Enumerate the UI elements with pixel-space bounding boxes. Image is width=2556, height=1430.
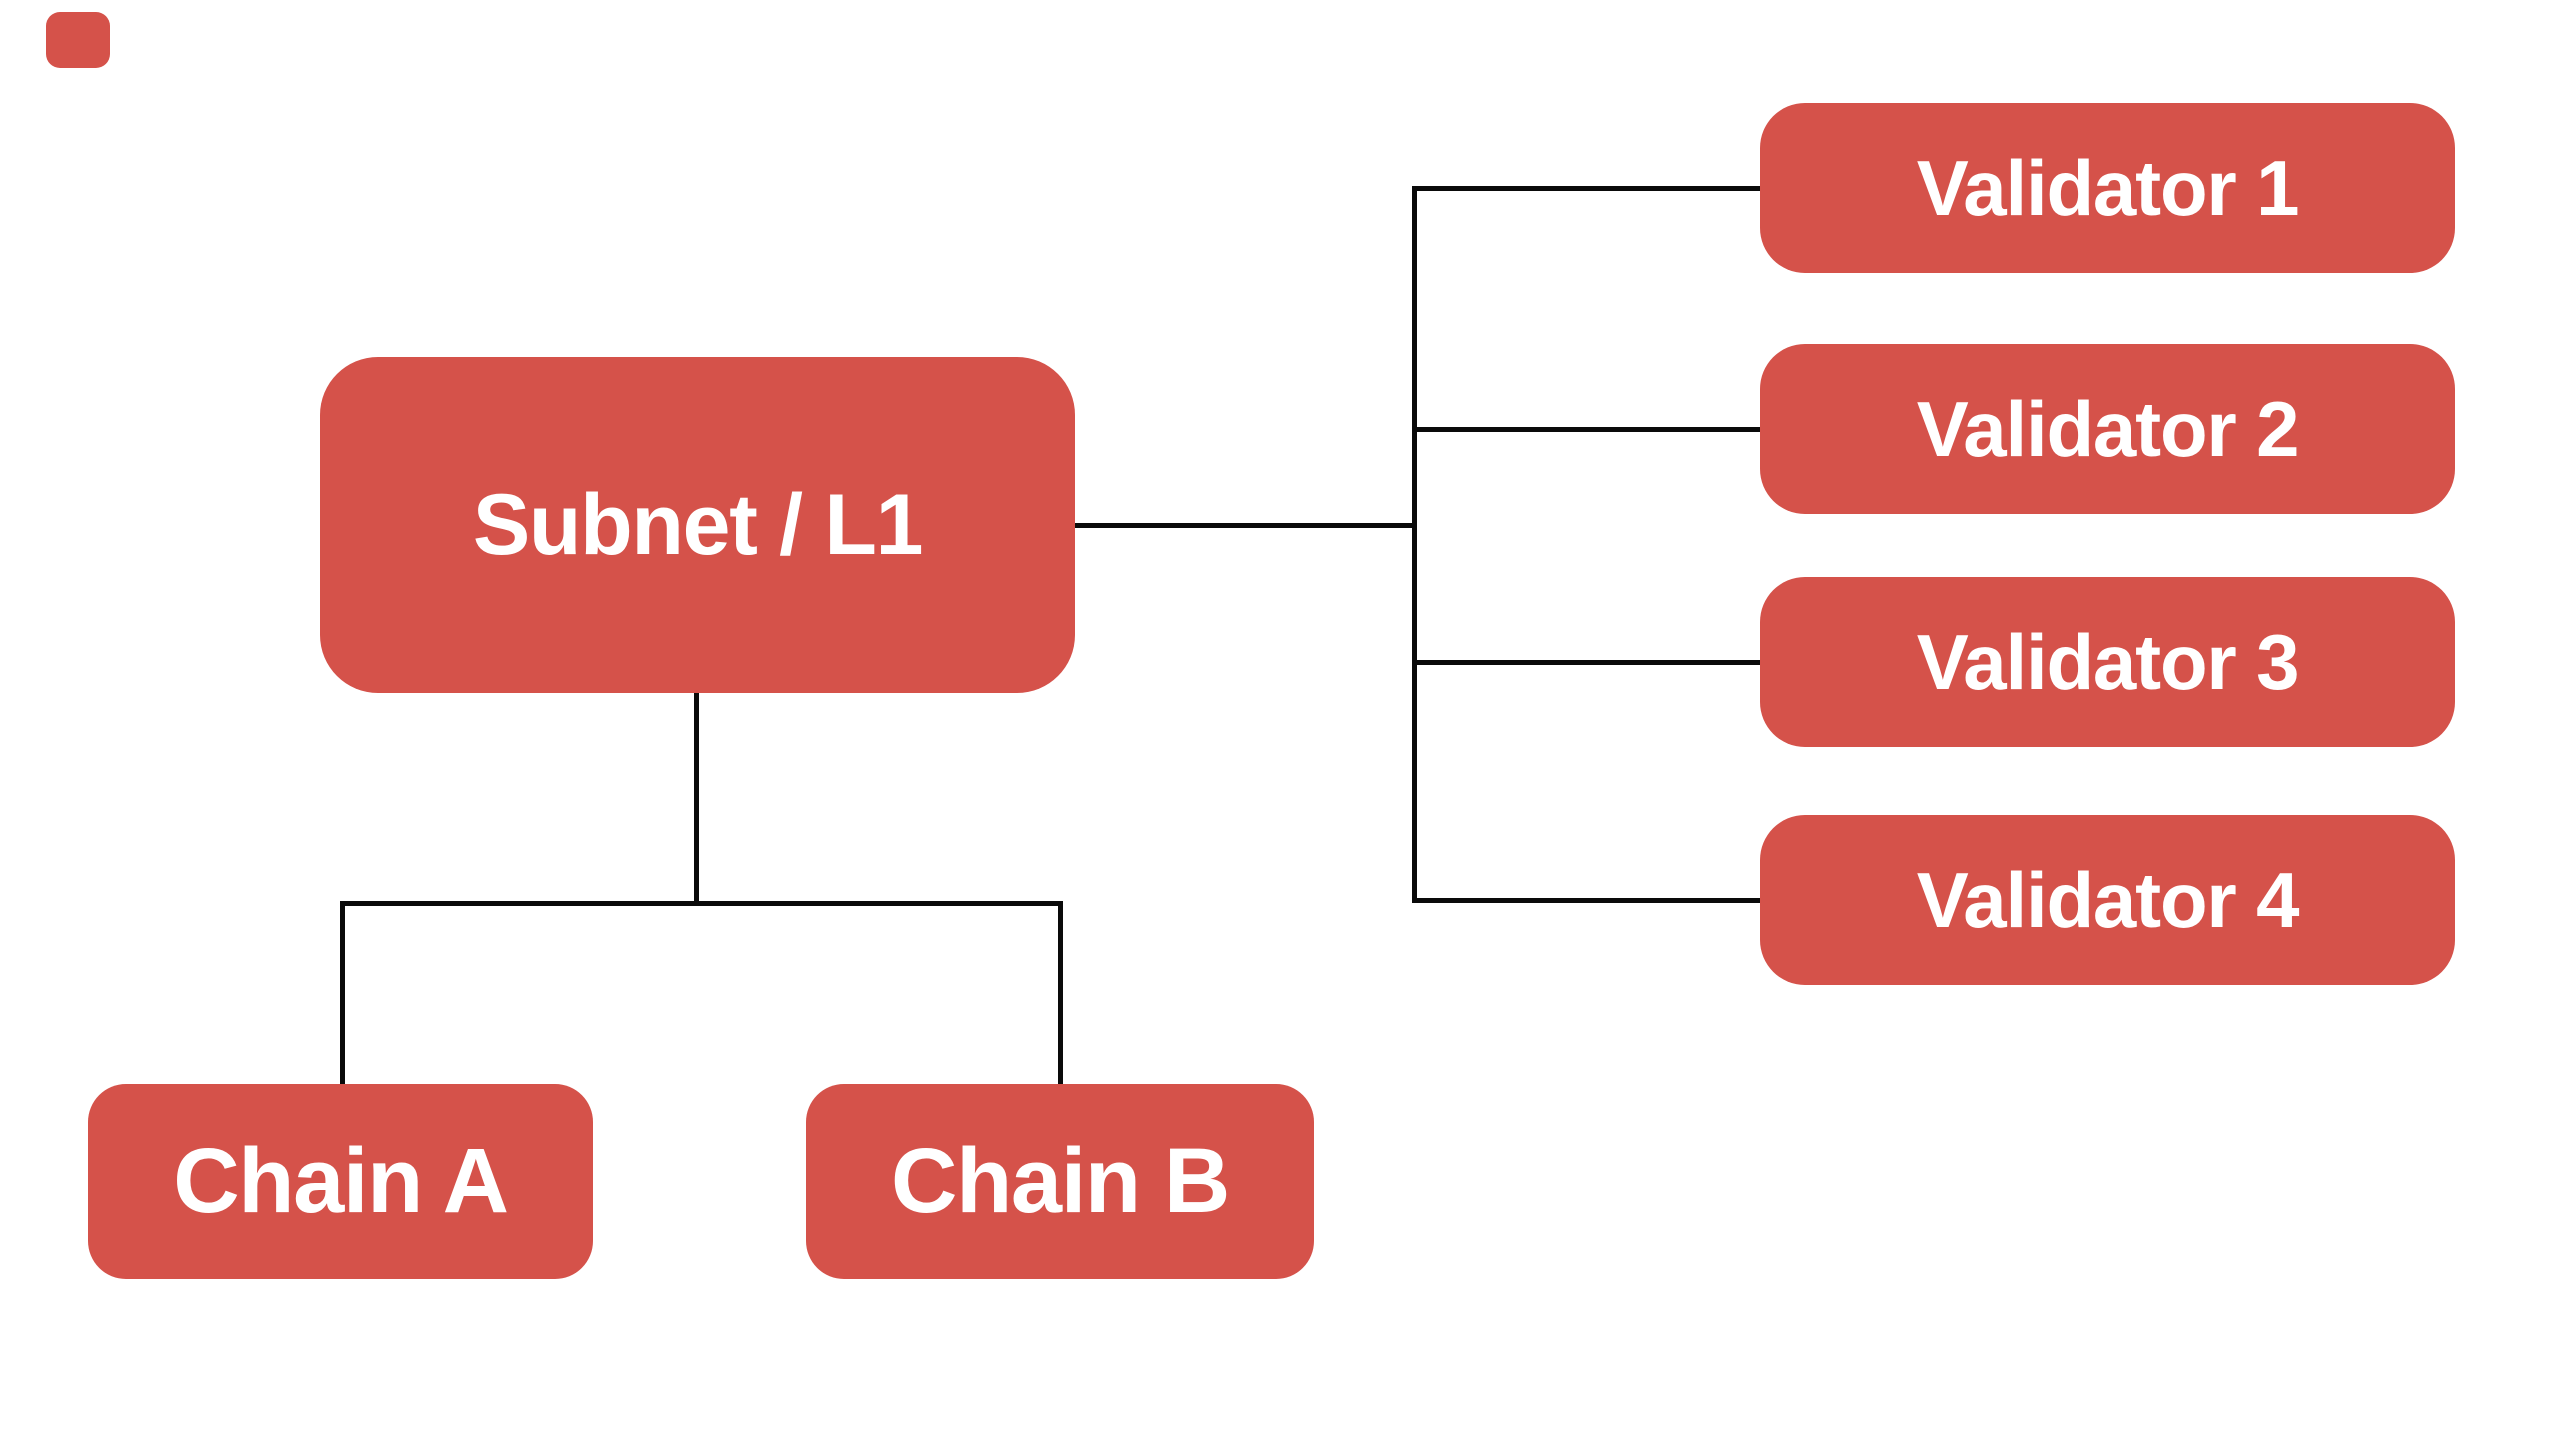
edge-drop-chain-b [1058, 901, 1063, 1084]
chain-b-label: Chain B [891, 1130, 1230, 1232]
validator-3-node: Validator 3 [1760, 577, 2455, 747]
edge-subnet-to-trunk [1075, 523, 1415, 528]
edge-branch-validator-2 [1415, 427, 1760, 432]
validator-1-node: Validator 1 [1760, 103, 2455, 273]
validator-3-label: Validator 3 [1916, 617, 2300, 706]
subnet-node: Subnet / L1 [320, 357, 1075, 693]
edge-branch-validator-1 [1415, 186, 1760, 191]
edge-chains-crossbar [340, 901, 1063, 906]
corner-accent-mark [46, 12, 110, 68]
chain-a-label: Chain A [173, 1130, 509, 1232]
edge-branch-validator-4 [1415, 898, 1760, 903]
validator-4-node: Validator 4 [1760, 815, 2455, 985]
edge-drop-chain-a [340, 901, 345, 1084]
validator-4-label: Validator 4 [1916, 855, 2300, 944]
edge-subnet-down-stem [694, 693, 699, 905]
subnet-node-label: Subnet / L1 [472, 476, 924, 573]
chain-b-node: Chain B [806, 1084, 1314, 1279]
edge-branch-validator-3 [1415, 660, 1760, 665]
edge-validator-trunk [1412, 186, 1417, 903]
validator-1-label: Validator 1 [1916, 143, 2300, 232]
chain-a-node: Chain A [88, 1084, 593, 1279]
validator-2-label: Validator 2 [1916, 384, 2300, 473]
validator-2-node: Validator 2 [1760, 344, 2455, 514]
